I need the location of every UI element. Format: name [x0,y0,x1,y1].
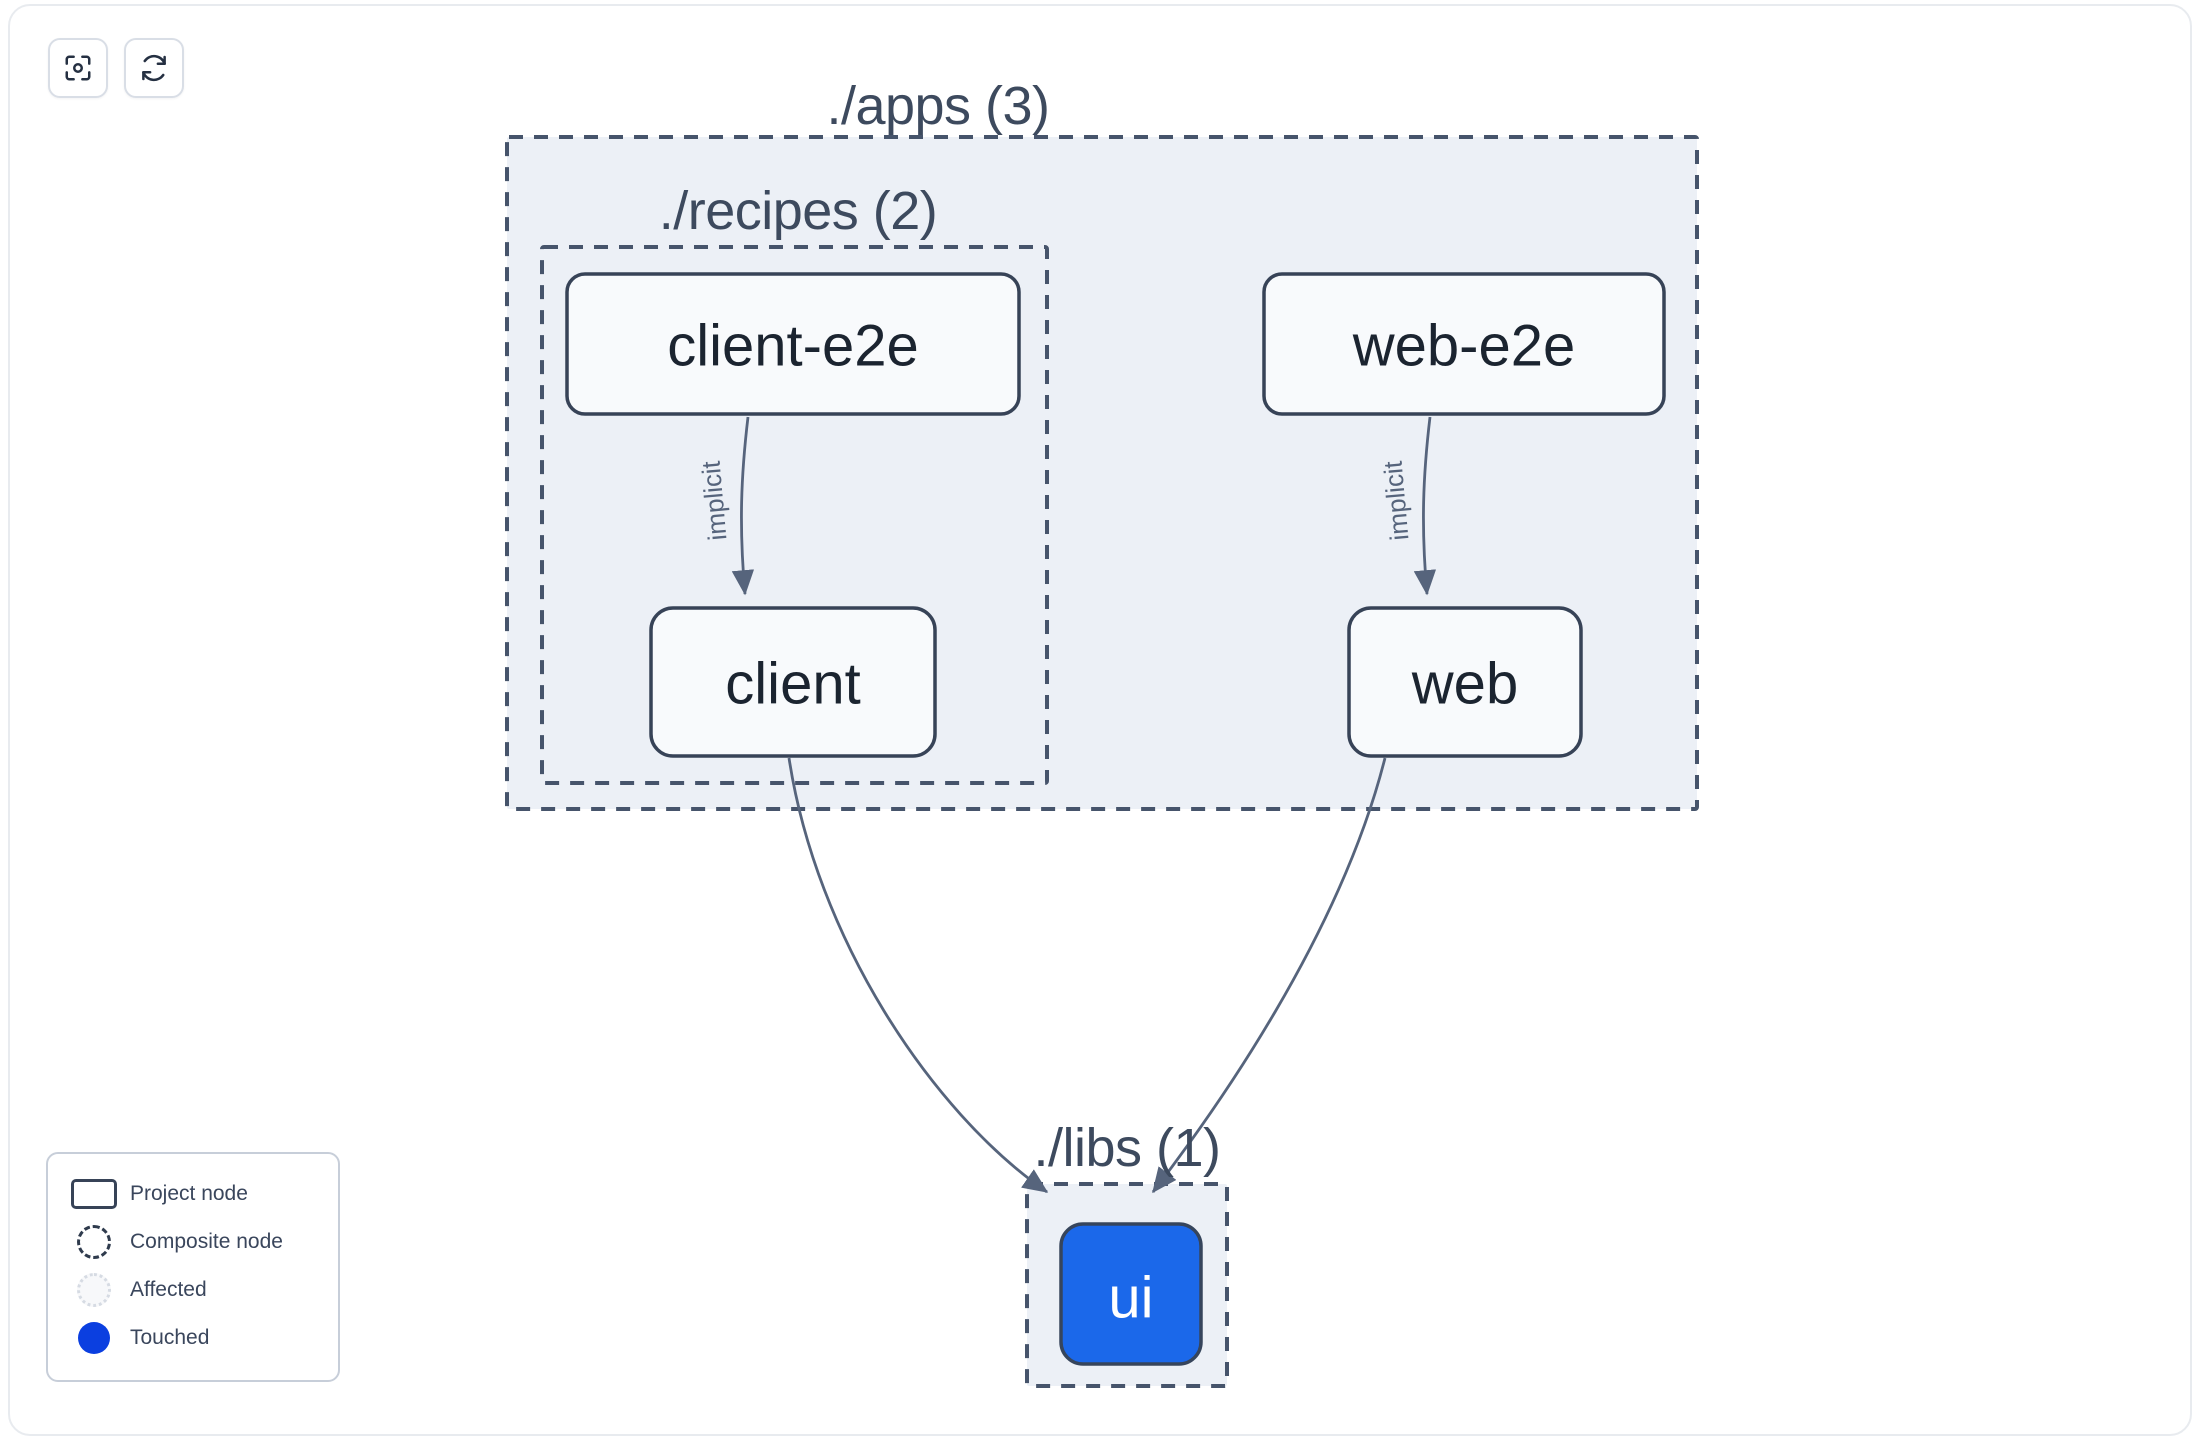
project-graph[interactable]: implicit implicit client-e2e web-e2e [10,6,2192,1436]
touched-swatch [66,1322,122,1354]
edge-path [1151,757,1387,1194]
project-node-swatch [66,1179,122,1209]
refresh-graph-button[interactable] [124,38,184,98]
node-ui[interactable]: ui [1059,1222,1203,1366]
node-web[interactable]: web [1347,606,1583,758]
focus-graph-button[interactable] [48,38,108,98]
node-ui-label: ui [1108,1266,1153,1331]
group-label-recipes: ./recipes (2) [659,181,938,241]
legend-item-affected: Affected [66,1266,320,1314]
legend-label-touched: Touched [130,1326,210,1349]
node-web-e2e-label: web-e2e [1352,314,1575,379]
edge-label-implicit-1: implicit [696,459,733,542]
legend-label-composite-node: Composite node [130,1230,283,1253]
edge-path [731,416,755,596]
graph-canvas-panel: implicit implicit client-e2e web-e2e [8,4,2192,1436]
edge-path [787,757,1049,1194]
node-web-e2e[interactable]: web-e2e [1262,272,1666,416]
edge-web-e2e-to-web[interactable]: implicit [1378,416,1437,596]
edge-label-implicit-2: implicit [1378,459,1415,542]
node-web-e2e-box[interactable] [1262,272,1666,416]
focus-target-icon [63,53,93,83]
legend-item-touched: Touched [66,1314,320,1362]
legend-item-composite-node: Composite node [66,1218,320,1266]
group-label-apps: ./apps (3) [826,76,1049,136]
node-client[interactable]: client [649,606,937,758]
graph-toolbar [48,38,184,98]
graph-legend: Project node Composite node Affected Tou… [46,1152,340,1382]
legend-item-project-node: Project node [66,1170,320,1218]
node-client-e2e-label: client-e2e [667,314,918,379]
legend-label-affected: Affected [130,1278,207,1301]
edge-client-to-ui[interactable] [787,757,1049,1194]
node-web-box[interactable] [1347,606,1583,758]
node-client-e2e[interactable]: client-e2e [565,272,1021,416]
refresh-icon [139,53,169,83]
group-label-libs: ./libs (1) [1033,1118,1220,1178]
affected-swatch [66,1273,122,1307]
node-ui-box[interactable] [1059,1222,1203,1366]
node-client-label: client [725,652,860,717]
edge-client-e2e-to-client[interactable]: implicit [696,416,755,596]
legend-label-project-node: Project node [130,1182,248,1205]
node-web-label: web [1411,652,1518,717]
node-client-box[interactable] [649,606,937,758]
node-client-e2e-box[interactable] [565,272,1021,416]
edge-web-to-ui[interactable] [1151,757,1387,1194]
edge-path [1413,416,1437,596]
composite-node-swatch [66,1225,122,1259]
